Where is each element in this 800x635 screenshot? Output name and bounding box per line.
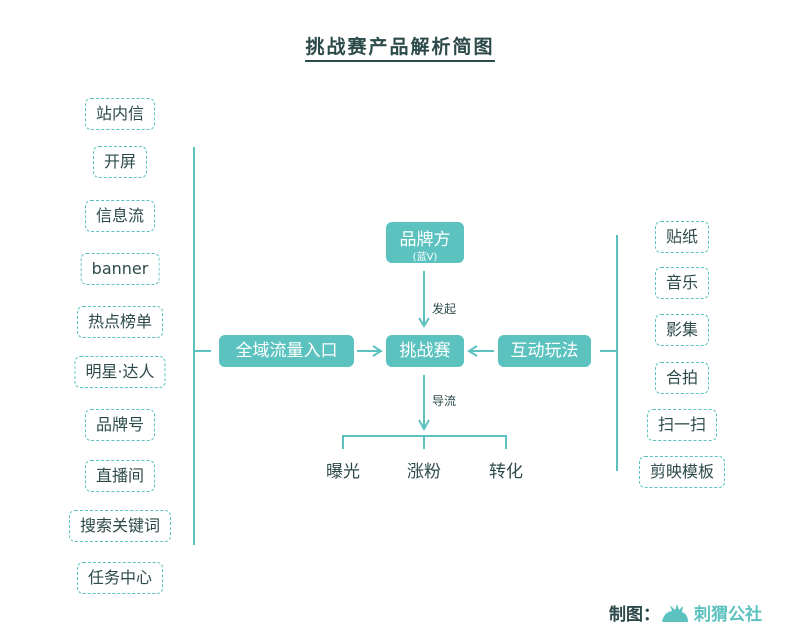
brand-sub: (蓝V) — [412, 252, 438, 263]
interaction-box: 互动玩法 — [498, 335, 591, 367]
channel-item: 站内信 — [84, 98, 156, 130]
page-title: 挑战赛产品解析简图 — [0, 32, 800, 62]
challenge-box: 挑战赛 — [386, 335, 464, 367]
interaction-item: 合拍 — [654, 362, 710, 394]
interaction-item: 贴纸 — [654, 221, 710, 253]
right-bracket-line — [616, 235, 618, 471]
channel-item: 开屏 — [92, 146, 148, 178]
edge-label-start: 发起 — [432, 302, 457, 316]
arrow-traffic — [357, 345, 383, 357]
brand-label: 品牌方 — [399, 230, 451, 250]
credit: 制图： 刺猬公社 — [609, 600, 762, 625]
left-bracket-line — [193, 147, 195, 545]
interaction-item: 扫一扫 — [646, 409, 718, 441]
credit-logo-text: 刺猬公社 — [694, 605, 762, 625]
channel-item: 搜索关键词 — [68, 510, 172, 542]
arrow-flow — [418, 375, 430, 432]
credit-label: 制图： — [609, 605, 660, 625]
outcome-bracket — [342, 435, 507, 449]
outcome-exposure: 曝光 — [326, 462, 360, 482]
channel-item: 品牌号 — [84, 409, 156, 441]
right-connector — [600, 350, 616, 352]
arrow-interaction — [467, 345, 494, 357]
interaction-item: 音乐 — [654, 267, 710, 299]
interaction-item: 影集 — [654, 314, 710, 346]
hedgehog-logo-icon — [662, 603, 688, 622]
traffic-entry-box: 全域流量入口 — [219, 335, 354, 367]
brand-box: 品牌方 (蓝V) — [386, 222, 464, 263]
edge-label-flow: 导流 — [432, 394, 457, 408]
left-connector — [195, 350, 211, 352]
title-text: 挑战赛产品解析简图 — [305, 36, 495, 62]
channel-item: 明星·达人 — [74, 356, 166, 388]
channel-item: banner — [80, 253, 160, 285]
channel-item: 任务中心 — [76, 562, 164, 594]
arrow-start — [418, 271, 430, 328]
channel-item: 信息流 — [84, 200, 156, 232]
outcome-conversion: 转化 — [489, 462, 523, 482]
interaction-item: 剪映模板 — [638, 456, 726, 488]
outcome-followers: 涨粉 — [407, 462, 441, 482]
channel-item: 直播间 — [84, 460, 156, 492]
channel-item: 热点榜单 — [76, 306, 164, 338]
